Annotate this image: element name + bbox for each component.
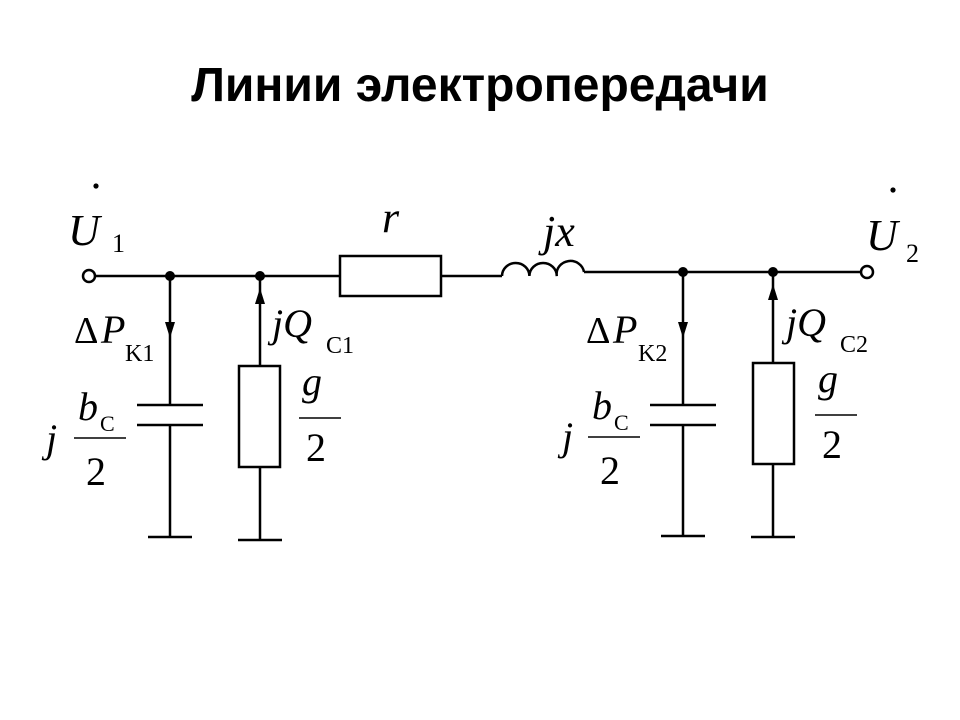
svg-text:C: C [614, 410, 629, 435]
label-delta-pk1: Δ P K1 [74, 307, 154, 367]
page-title: Линии электропередачи [191, 59, 769, 112]
svg-text:b: b [78, 384, 98, 429]
svg-text:P: P [100, 307, 125, 352]
shunt-capacitor-right [650, 272, 716, 538]
shunt-capacitor-left [137, 276, 203, 539]
svg-text:jQ: jQ [781, 300, 826, 345]
terminal-u1 [81, 268, 97, 284]
svg-text:1: 1 [112, 229, 125, 258]
svg-text:2: 2 [306, 425, 326, 470]
main-line [96, 270, 860, 278]
svg-text:U: U [68, 206, 103, 255]
svg-text:C2: C2 [840, 332, 868, 358]
svg-text:g: g [302, 359, 322, 404]
resistor-r [338, 254, 443, 298]
svg-text:2: 2 [822, 422, 842, 467]
svg-text:Δ: Δ [74, 310, 98, 352]
label-jqc2: jQ C2 [781, 300, 868, 358]
svg-text:2: 2 [906, 239, 919, 268]
label-delta-pk2: Δ P K2 [586, 307, 667, 367]
svg-text:2: 2 [86, 449, 106, 494]
label-u1: U 1 [68, 183, 125, 258]
shunt-conductance-left [237, 276, 282, 542]
svg-text:b: b [592, 383, 612, 428]
junction-nodes [165, 267, 778, 281]
svg-text:Δ: Δ [586, 310, 610, 352]
label-jqc1: jQ C1 [267, 301, 354, 359]
label-conductance-left: g 2 [299, 359, 341, 470]
svg-text:g: g [818, 356, 838, 401]
svg-text:j: j [41, 416, 57, 461]
label-u2: U 2 [866, 187, 919, 268]
svg-text:C: C [100, 411, 115, 436]
label-conductance-right: g 2 [815, 356, 857, 467]
label-capacitance-left: j b C 2 [41, 384, 126, 494]
svg-text:K2: K2 [638, 341, 667, 367]
shunt-conductance-right [751, 272, 796, 539]
svg-text:K1: K1 [125, 341, 154, 367]
svg-text:j: j [557, 414, 573, 459]
svg-text:C1: C1 [326, 333, 354, 359]
svg-text:U: U [866, 211, 901, 260]
terminal-u2 [859, 264, 875, 280]
label-jx: jx [538, 207, 575, 256]
svg-text:jQ: jQ [267, 301, 312, 346]
svg-text:P: P [612, 307, 637, 352]
label-capacitance-right: j b C 2 [557, 383, 640, 493]
svg-text:2: 2 [600, 448, 620, 493]
label-r: r [382, 193, 400, 242]
inductor-jx [500, 259, 586, 277]
